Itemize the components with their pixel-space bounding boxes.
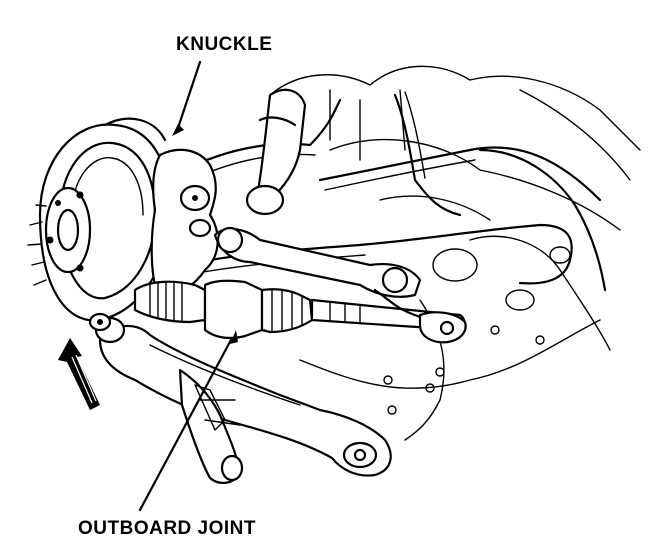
driveshaft [133, 279, 467, 344]
subframe-background [269, 65, 641, 441]
knuckle [150, 148, 219, 302]
knuckle-leader-arrowhead [172, 124, 184, 136]
outboard-joint-leader-arrowhead [230, 330, 238, 344]
knuckle-leader [176, 60, 202, 130]
knuckle-label: KNUCKLE [176, 34, 273, 55]
strut-assembly [245, 88, 307, 216]
direction-arrow-icon [58, 338, 100, 410]
upper-control-arm [213, 226, 422, 298]
brake-disc [27, 117, 172, 322]
lower-control-arm [88, 312, 392, 484]
outboard-joint-leader [138, 336, 234, 512]
outboard-joint-label: OUTBOARD JOINT [78, 518, 256, 539]
leader-lines [138, 60, 238, 512]
brake-lines [158, 91, 602, 285]
